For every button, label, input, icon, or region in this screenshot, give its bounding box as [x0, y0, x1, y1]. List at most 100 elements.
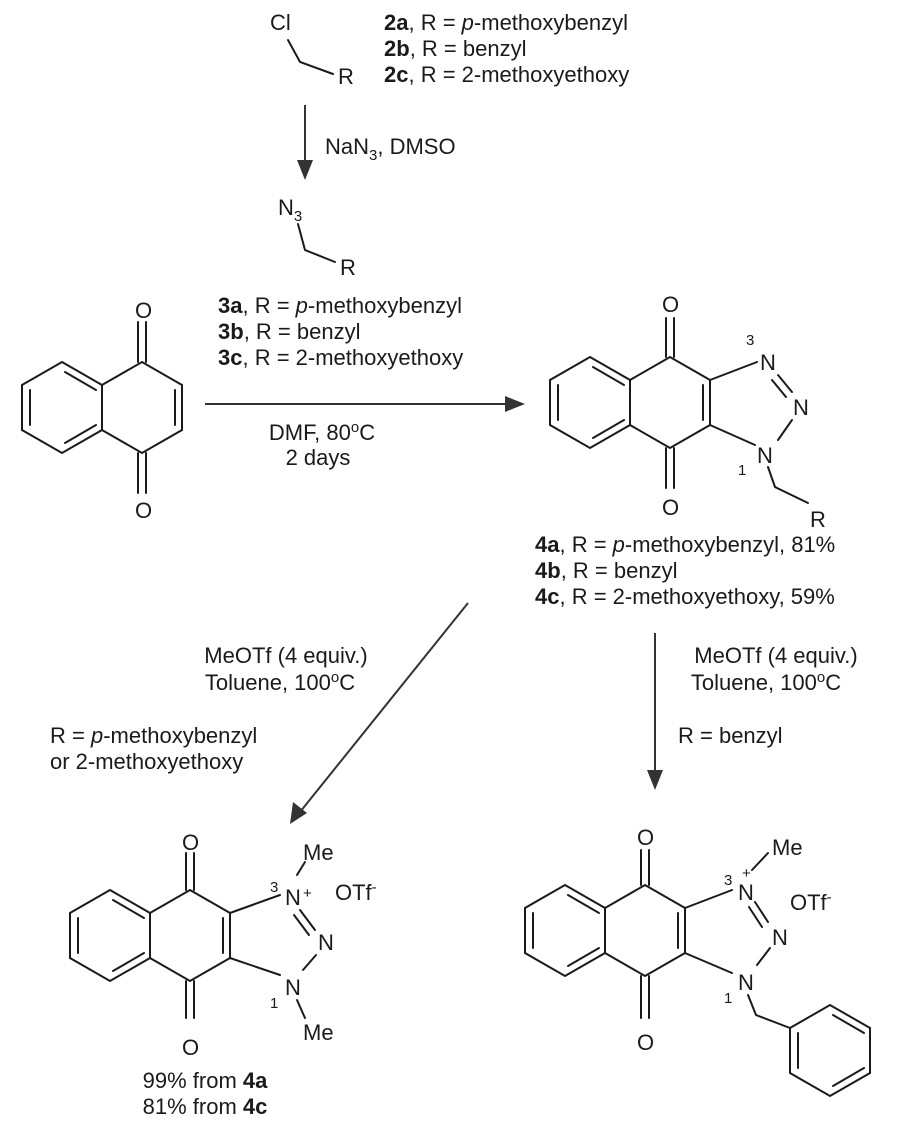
locant-3: 3 [270, 879, 278, 896]
atom-r: R [338, 64, 354, 89]
arrow-step3-right [647, 633, 663, 790]
quinone-ring [604, 883, 686, 978]
nn-single-bond [777, 419, 793, 441]
atom-n2: N [793, 395, 809, 420]
quinone-ring [101, 360, 183, 455]
charge-plus: + [742, 865, 751, 882]
condition-left-line2: Toluene, 100oC [205, 669, 355, 695]
charge-plus: + [303, 885, 312, 902]
dimethyl-triazolium-structure: O O N + N N Me Me 3 1 OTf- [69, 830, 377, 1060]
methyl-top: Me [303, 840, 334, 865]
quinone-ring [629, 355, 711, 450]
atom-n3: N [285, 885, 301, 910]
carbonyl-bottom [185, 980, 195, 1019]
list-item-3b: 3b, R = benzyl [218, 319, 360, 344]
arrow-step1 [297, 105, 313, 180]
benzo-double-bonds [532, 894, 600, 967]
atom-o-top: O [182, 830, 199, 855]
atom-o-bottom: O [662, 495, 679, 520]
carbonyl-top [665, 317, 675, 358]
chloride-structure: Cl R [270, 10, 354, 89]
nn-double-bond [748, 901, 769, 928]
n-ch2-bond [767, 466, 809, 504]
benzo-ring [549, 355, 631, 450]
carbonyl-top [640, 849, 650, 886]
atom-o-top: O [135, 298, 152, 323]
benzo-ring [69, 888, 151, 983]
yield-line1: 99% from 4a [143, 1068, 269, 1093]
nn-single-bond [302, 954, 317, 971]
list-item-4a: 4a, R = p-methoxybenzyl, 81% [535, 532, 835, 557]
carbonyl-bottom [137, 452, 147, 494]
condition-left-note1: R = p-methoxybenzyl [50, 723, 257, 748]
arrow-step3-left [290, 602, 469, 824]
carbonyl-bottom [640, 975, 650, 1019]
benzyl-triazolium-structure: O O N + N N Me 3 1 OTf- [524, 825, 871, 1098]
condition-left-note2: or 2-methoxyethoxy [50, 749, 243, 774]
benzo-double-bonds [77, 899, 145, 972]
yield-line2: 81% from 4c [143, 1094, 268, 1119]
atom-o-bottom: O [135, 498, 152, 523]
arrow-step2 [205, 396, 525, 412]
carbonyl-bottom [665, 447, 675, 489]
list-item-2b: 2b, R = benzyl [384, 36, 526, 61]
condition-step2-line1: DMF, 80oC [269, 419, 375, 445]
nn-double-bond [293, 909, 316, 936]
naphthoquinone-structure: O O [21, 298, 183, 523]
benzo-ring [524, 883, 606, 978]
atom-o-top: O [662, 292, 679, 317]
atom-r: R [340, 255, 356, 280]
n-me-bond-bottom [296, 999, 306, 1019]
chloride-list: 2a, R = p-methoxybenzyl 2b, R = benzyl 2… [384, 10, 629, 87]
condition-step1: NaN3, DMSO [325, 134, 456, 164]
locant-1: 1 [738, 462, 746, 479]
atom-o-bottom: O [637, 1030, 654, 1055]
condition-step3-left: MeOTf (4 equiv.) Toluene, 100oC R = p-me… [50, 643, 368, 774]
benzo-double-bonds [29, 371, 97, 444]
list-item-4c: 4c, R = 2-methoxyethoxy, 59% [535, 584, 835, 609]
atom-r: R [810, 507, 826, 532]
condition-step2-line2: 2 days [286, 445, 351, 470]
benzo-ring [21, 360, 103, 455]
carbonyl-top [137, 321, 147, 363]
bond-chain [297, 223, 336, 263]
azide-list: 3a, R = p-methoxybenzyl 3b, R = benzyl 3… [218, 293, 463, 370]
counterion-otf: OTf- [335, 879, 377, 905]
nn-double-bond [771, 374, 793, 398]
condition-right-note1: R = benzyl [678, 723, 783, 748]
triazole-structure: O O N N N 3 1 R [549, 292, 826, 532]
list-item-2c: 2c, R = 2-methoxyethoxy [384, 62, 629, 87]
benzo-double-bonds [557, 366, 625, 439]
list-item-3a: 3a, R = p-methoxybenzyl [218, 293, 462, 318]
list-item-3c: 3c, R = 2-methoxyethoxy [218, 345, 463, 370]
locant-1: 1 [270, 995, 278, 1012]
atom-n1: N [285, 975, 301, 1000]
condition-right-line2: Toluene, 100oC [691, 669, 841, 695]
locant-1: 1 [724, 990, 732, 1007]
atom-o-top: O [637, 825, 654, 850]
condition-right-line1: MeOTf (4 equiv.) [694, 643, 857, 668]
triazole-bonds [684, 889, 733, 974]
atom-o-bottom: O [182, 1035, 199, 1060]
atom-n3: N3 [278, 195, 302, 225]
atom-cl: Cl [270, 10, 291, 35]
n-ch2-bond [747, 994, 791, 1029]
triazole-bonds [709, 361, 758, 446]
atom-n1: N [757, 443, 773, 468]
list-item-2a: 2a, R = p-methoxybenzyl [384, 10, 628, 35]
methyl: Me [772, 835, 803, 860]
methyl-bottom: Me [303, 1020, 334, 1045]
nn-single-bond [756, 947, 771, 966]
triazole-bonds [229, 894, 281, 976]
azide-structure: N3 R [278, 195, 356, 280]
locant-3: 3 [746, 332, 754, 349]
list-item-4b: 4b, R = benzyl [535, 558, 677, 583]
condition-step2: DMF, 80oC 2 days [269, 419, 375, 470]
phenyl-double-bonds [797, 1014, 865, 1087]
carbonyl-top [185, 852, 195, 891]
n-me-bond [751, 852, 769, 871]
n-me-bond-top [296, 861, 306, 876]
phenyl-ring [789, 1003, 871, 1098]
locant-3: 3 [724, 872, 732, 889]
counterion-otf: OTf- [790, 889, 832, 915]
